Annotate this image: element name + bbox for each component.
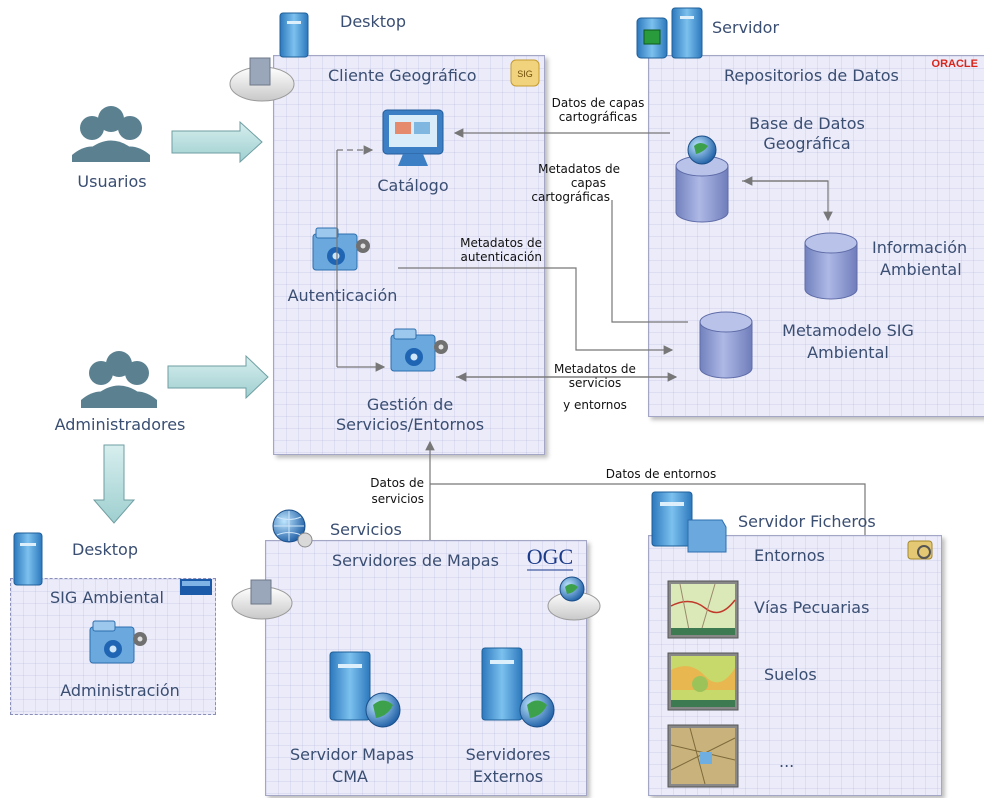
base-datos-cylinder — [675, 135, 729, 223]
desktop-top-heading: Desktop — [340, 12, 406, 31]
servidores-mapas-title: Servidores de Mapas — [332, 551, 499, 570]
meta-serv-label-1: Metadatos de — [554, 362, 636, 376]
ogc-logo: OGC — [527, 544, 573, 571]
ext-label-line2[interactable]: Externos — [472, 767, 544, 786]
cma-label-line2[interactable]: CMA — [332, 767, 368, 786]
info-label-line2: Ambiental — [880, 260, 962, 279]
cross-connectors — [398, 128, 866, 540]
meta-serv-label-3: y entornos — [563, 398, 627, 412]
sig-badge-icon: SIG — [510, 59, 540, 87]
internet-disk-icon-mapas-left — [231, 579, 293, 620]
servidor-ficheros-heading: Servidor Ficheros — [738, 512, 876, 531]
meta-capas-label-3: cartográficas — [531, 190, 610, 204]
administradores-people-icon — [81, 351, 157, 408]
desktop-server-icon — [279, 12, 309, 58]
bd-label-line1: Base de Datos — [749, 114, 865, 133]
administracion-label[interactable]: Administración — [60, 681, 180, 700]
servidores-externos-icon — [481, 647, 555, 728]
repositorios-title: Repositorios de Datos — [724, 66, 899, 85]
entorno-item-1[interactable]: Suelos — [764, 665, 817, 684]
meta-label-line1: Metamodelo SIG — [782, 321, 914, 340]
sig-badge-text: SIG — [517, 69, 533, 79]
meta-label-line2: Ambiental — [807, 343, 889, 362]
gestion-label-line2[interactable]: Servicios/Entornos — [335, 415, 485, 434]
autenticacion-gear-icon — [312, 227, 370, 271]
internal-connectors — [336, 145, 386, 372]
servidor-server-icon — [636, 7, 703, 59]
suelos-map-icon — [667, 652, 739, 711]
entorno-item-0[interactable]: Vías Pecuarias — [754, 598, 870, 617]
cma-label-line1[interactable]: Servidor Mapas — [290, 745, 415, 764]
gestion-label-line1[interactable]: Gestión de — [366, 395, 454, 414]
usuarios-arrow — [171, 120, 263, 164]
datos-entornos-label: Datos de entornos — [605, 467, 717, 481]
usuarios-label: Usuarios — [77, 172, 147, 191]
desktop-bottom-server-icon — [13, 532, 43, 586]
servidores-mapas-box — [265, 540, 587, 796]
meta-aut-label-2: autenticación — [460, 250, 542, 264]
administradores-label: Administradores — [54, 415, 186, 434]
catalogo-monitor-icon — [382, 109, 444, 166]
datos-capas-label-1: Datos de capas — [551, 96, 645, 110]
metamodelo-cylinder — [699, 311, 753, 379]
meta-capas-label-2: capas — [570, 176, 606, 190]
sig-ambiental-title: SIG Ambiental — [50, 588, 164, 607]
internet-disk-icon-top — [229, 57, 295, 102]
otros-map-icon — [667, 724, 739, 788]
usuarios-people-icon — [72, 106, 150, 162]
administradores-arrow — [167, 354, 269, 400]
autenticacion-label[interactable]: Autenticación — [287, 286, 398, 305]
admin-down-arrow — [92, 444, 136, 524]
oracle-logo: ORACLE — [932, 58, 978, 70]
bd-label-line2: Geográfica — [763, 134, 851, 153]
informacion-ambiental-cylinder — [804, 232, 858, 300]
ogc-logo-text: OGC — [527, 544, 573, 569]
internet-disk-icon-mapas-right — [547, 576, 601, 621]
ext-label-line1[interactable]: Servidores — [465, 745, 551, 764]
servicios-heading: Servicios — [330, 520, 402, 539]
gestion-gear-icon — [390, 328, 448, 372]
meta-capas-label-1: Metadatos de — [538, 162, 620, 176]
catalogo-label[interactable]: Catálogo — [377, 176, 449, 195]
meta-serv-label-2: servicios — [568, 376, 622, 390]
meta-aut-label-1: Metadatos de — [460, 236, 542, 250]
servidor-cma-icon — [329, 651, 401, 728]
bd-info-connector — [742, 176, 833, 222]
info-label-line1: Información — [872, 238, 968, 257]
servidor-ficheros-icon — [651, 491, 727, 553]
sig-ambiental-logo — [180, 579, 212, 595]
oracle-logo-text: ORACLE — [932, 58, 978, 70]
servidor-ficheros-box — [648, 535, 942, 796]
datos-serv-label-1: Datos de — [370, 476, 424, 490]
datos-capas-label-2: cartográficas — [558, 110, 638, 124]
entorno-item-2[interactable]: ... — [779, 752, 795, 771]
vias-pecuarias-map-icon — [667, 580, 739, 639]
folder-search-icon — [907, 540, 933, 560]
desktop-bottom-heading: Desktop — [72, 540, 138, 559]
servidor-heading: Servidor — [712, 18, 780, 37]
datos-serv-label-2: servicios — [371, 492, 424, 506]
cliente-geografico-title: Cliente Geográfico — [328, 66, 477, 85]
administracion-gear-icon — [89, 620, 147, 664]
servicios-globe-icon — [272, 509, 313, 548]
entornos-title: Entornos — [754, 546, 825, 565]
